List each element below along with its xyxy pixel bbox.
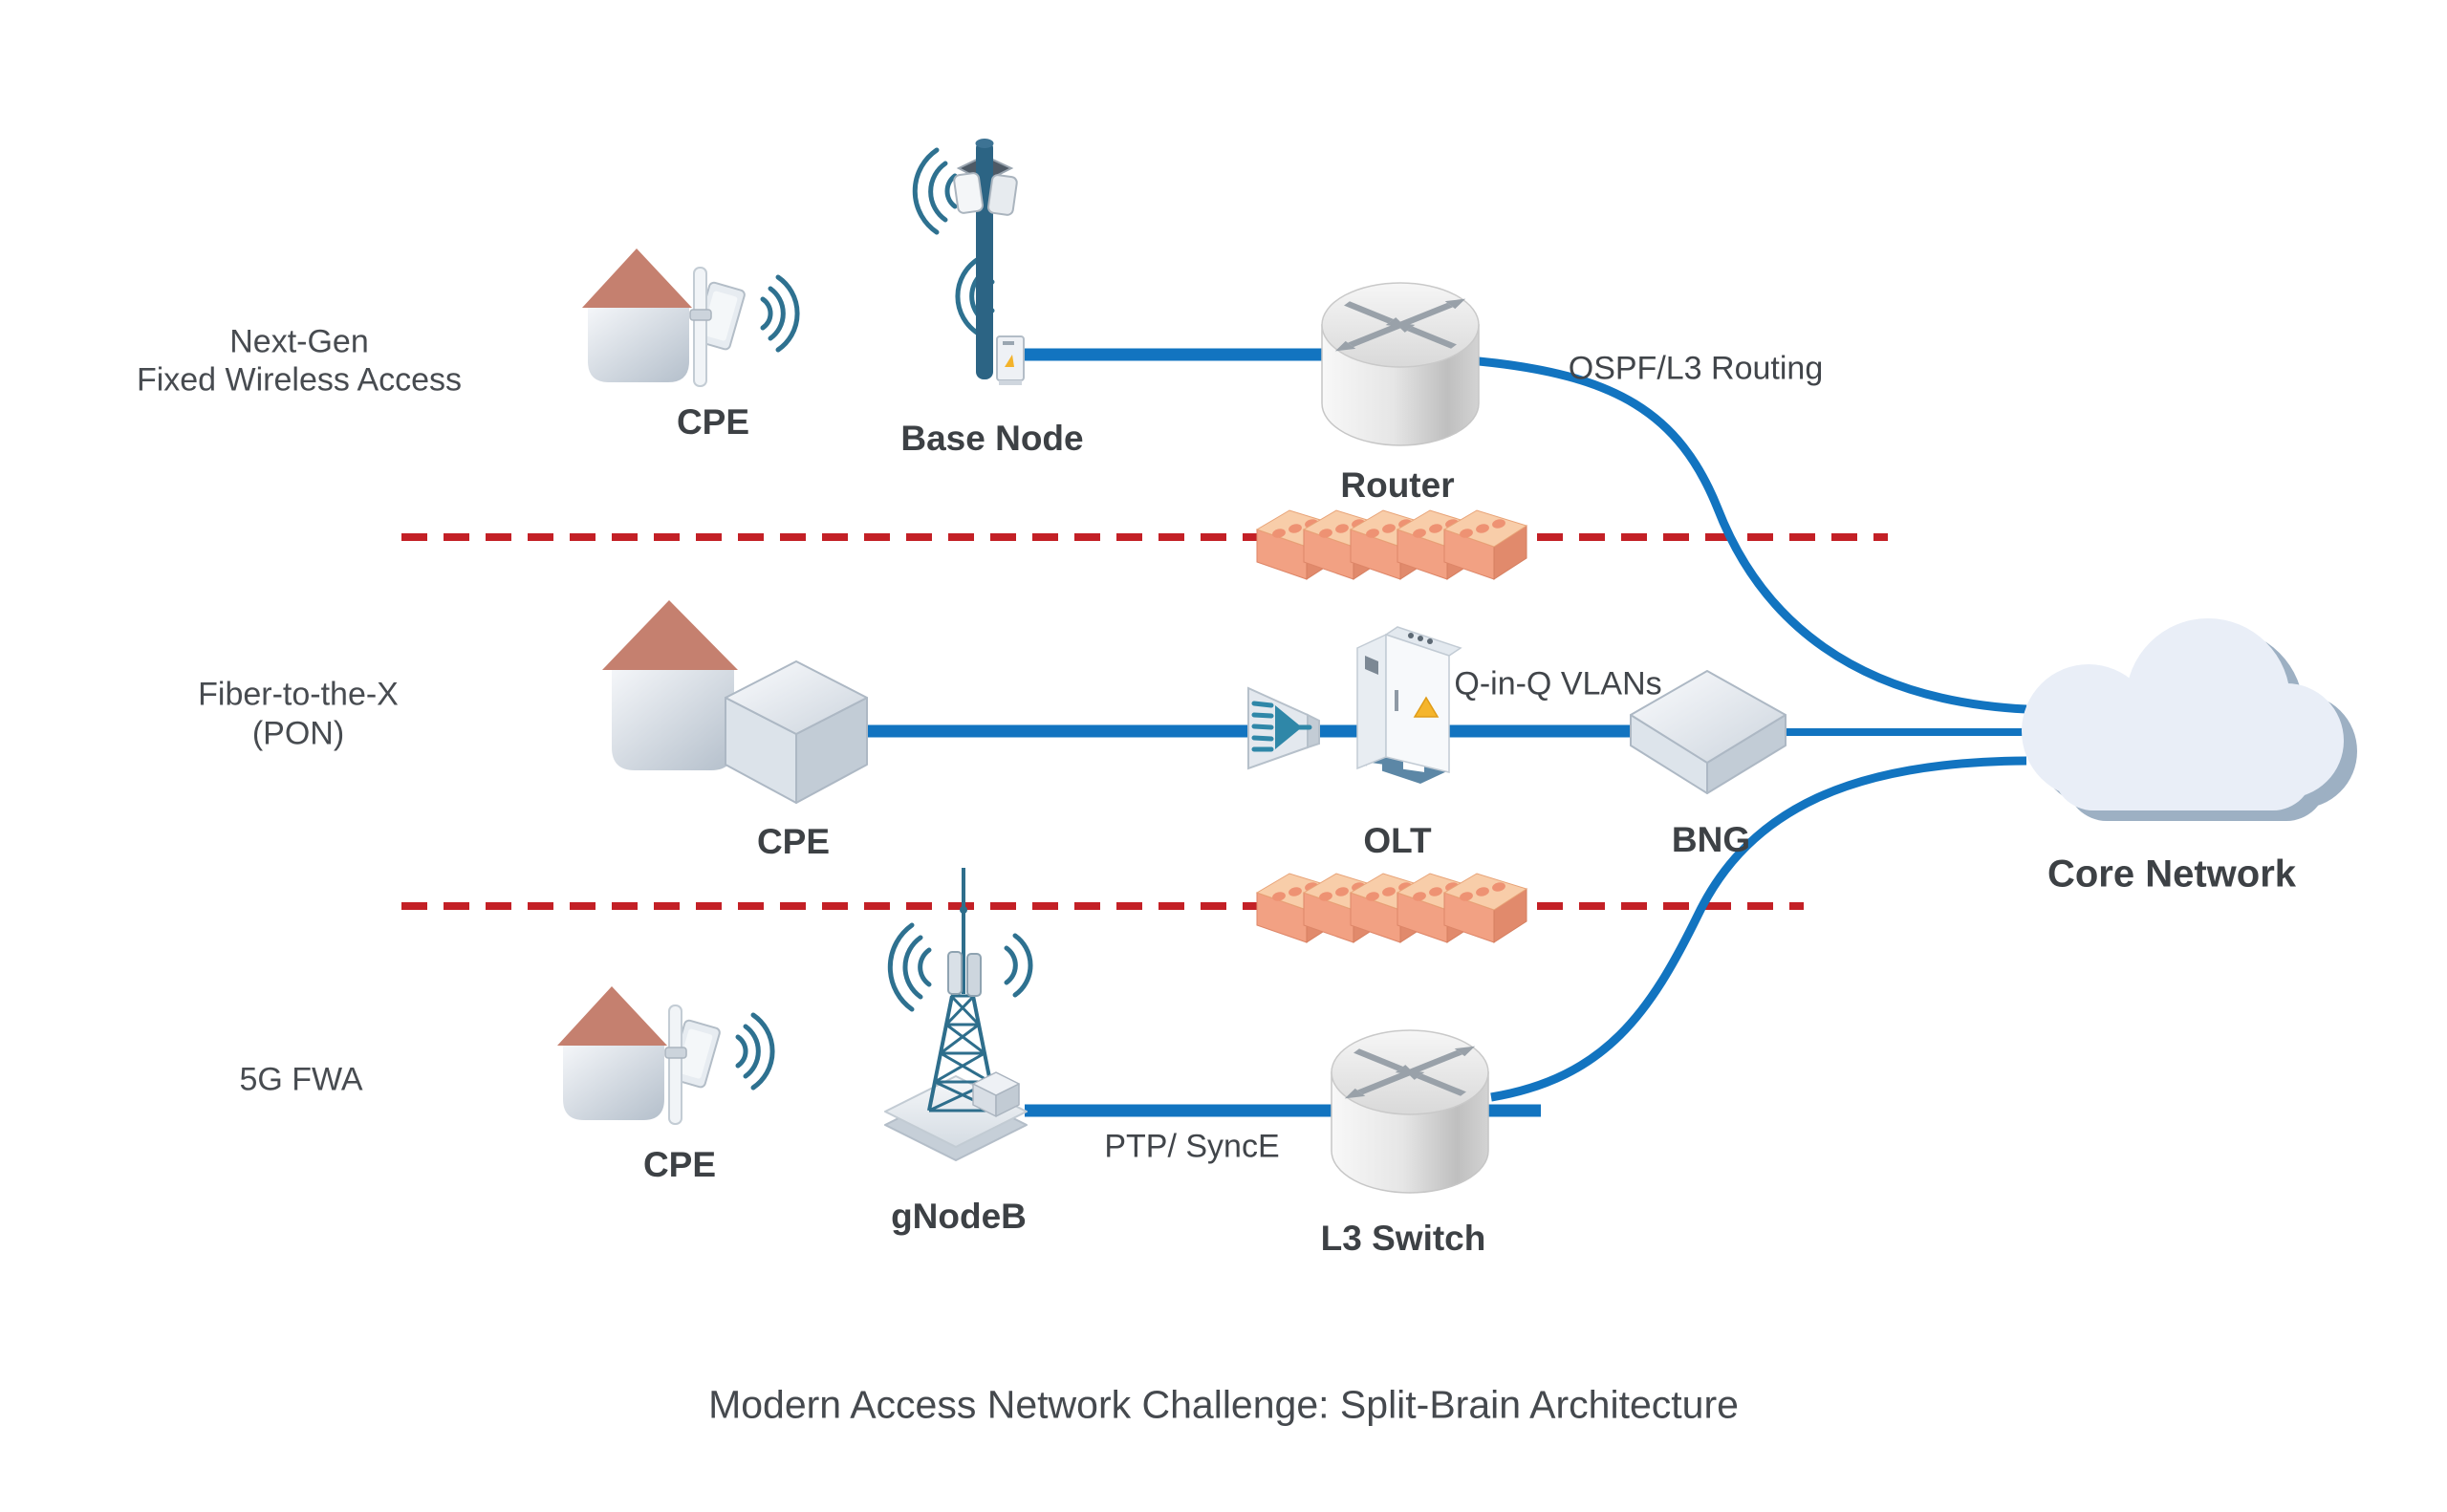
house-roof	[602, 600, 738, 670]
bng-cube-icon	[1630, 670, 1787, 794]
tier2-side-label-line1: Fiber-to-the-X	[198, 676, 399, 713]
brick-wall-barrier-top	[1256, 509, 1527, 580]
link-l3switch-core	[1490, 756, 2027, 1102]
tier1-cpe-label: CPE	[676, 402, 750, 442]
cpe-wireless-icon-tier3	[557, 986, 772, 1124]
olt-cabinet-icon	[1356, 626, 1462, 784]
core-network-label: Core Network	[2046, 853, 2297, 896]
bng-label: BNG	[1671, 820, 1751, 859]
base-node-label: Base Node	[900, 419, 1084, 458]
router-icon	[1322, 283, 1479, 445]
cloud-icon	[2022, 618, 2344, 810]
tier1-side-label-line2: Fixed Wireless Access	[136, 361, 463, 399]
pole-cabinet-icon	[996, 335, 1025, 385]
base-node-icon	[912, 139, 1025, 385]
gnodeb-tower-icon	[884, 868, 1033, 1161]
tier3-cpe-label: CPE	[642, 1145, 717, 1184]
cube-modem-icon	[725, 660, 868, 804]
qinq-link-label: Q-in-Q VLANs	[1454, 665, 1662, 702]
ptp-synce-link-label: PTP/ SyncE	[1104, 1128, 1280, 1165]
link-router-core	[1478, 356, 2027, 714]
fiber-splitter-icon	[1247, 686, 1320, 770]
ospf-link-label: OSPF/L3 Routing	[1568, 350, 1824, 387]
diagram-title: Modern Access Network Challenge: Split-B…	[708, 1382, 1739, 1427]
cpe-wireless-icon-tier1	[582, 248, 797, 386]
l3-switch-icon	[1332, 1030, 1488, 1193]
cpe-fiber-icon	[602, 600, 868, 804]
gnodeb-label: gNodeB	[891, 1197, 1027, 1236]
tier3-side-label: 5G FWA	[239, 1061, 363, 1098]
tier2-side-label-line2: (PON)	[251, 715, 345, 752]
wifi-waves-icon	[887, 922, 1033, 1012]
platform-box-icon	[972, 1071, 1020, 1117]
l3-switch-label: L3 Switch	[1320, 1219, 1486, 1258]
tier1-side-label-line1: Next-Gen	[229, 323, 369, 360]
tier2-cpe-label: CPE	[756, 822, 831, 861]
olt-label: OLT	[1363, 821, 1432, 860]
brick-wall-barrier-bottom	[1256, 873, 1527, 943]
router-label: Router	[1340, 465, 1455, 505]
